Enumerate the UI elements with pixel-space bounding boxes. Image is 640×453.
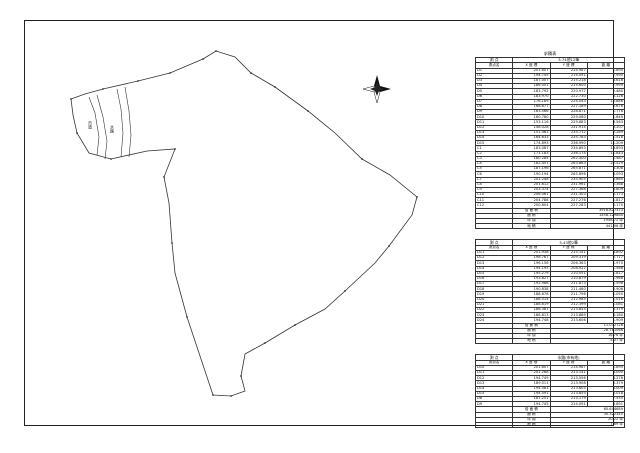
summary-value: 7.69 坪 — [549, 421, 625, 429]
col-header: 測 点 — [474, 239, 514, 246]
lot-label: 水路 — [110, 125, 115, 133]
watercourse-line — [124, 86, 132, 158]
summary-label: 地 積 — [512, 223, 551, 230]
north-arrow-icon — [362, 75, 391, 104]
summary-label: 地 積 — [512, 421, 551, 429]
col-header: 測 点 — [474, 354, 514, 361]
summary-spacer — [474, 421, 514, 429]
col-header: 測 点 — [474, 56, 514, 64]
summary-spacer — [474, 338, 514, 345]
lot-label: 市道 — [88, 121, 93, 129]
road-line — [88, 96, 100, 156]
watercourse-line — [116, 88, 124, 158]
drawing-sheet: 市道 水路 求積表 測 点 3-74他12筆 測点名 X 座 標 Y 座 標 距… — [24, 20, 626, 429]
parcel-boundary — [70, 50, 418, 397]
table-title: 求積表 — [543, 51, 557, 56]
table-subtitle: 水路(市有地) — [512, 354, 625, 361]
summary-spacer — [474, 223, 514, 230]
table-subtitle: 3-43他2筆 — [512, 239, 625, 246]
summary-value: 441.06 坪 — [549, 223, 625, 230]
table-subtitle: 3-74他12筆 — [512, 56, 625, 64]
survey-points — [70, 50, 418, 397]
road-line — [96, 94, 108, 160]
summary-value: 5.07 坪 — [549, 338, 625, 345]
survey-plan-drawing — [70, 50, 418, 397]
summary-label: 地 積 — [512, 338, 551, 345]
